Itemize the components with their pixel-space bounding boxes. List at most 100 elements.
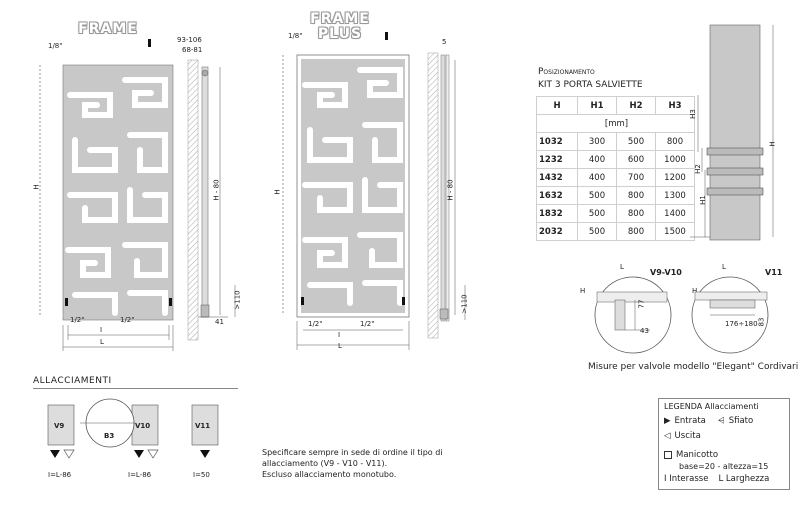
kit-cell: 1000 — [655, 150, 695, 169]
kit-cell: 800 — [616, 186, 656, 205]
manicotto-icon — [664, 450, 672, 459]
towel-h2-label: H2 — [693, 164, 702, 174]
kit-header-h2: H2 — [616, 96, 656, 115]
kit-cell: 300 — [577, 132, 617, 151]
valve-dim-43: 43 — [640, 327, 649, 335]
connections-divider — [33, 388, 238, 389]
frame-front-drawing — [39, 64, 174, 351]
valve-h-left: H — [580, 287, 586, 295]
connections-drawing — [47, 398, 219, 459]
frame-title: FRAME — [78, 21, 138, 37]
kit-cell: 1432 — [536, 168, 578, 187]
connection-v9-dim: I=L-86 — [48, 471, 72, 479]
kit-header-h: H — [536, 96, 578, 115]
legend-title: LEGENDA Allacciamenti — [664, 402, 759, 411]
frame-height-label: H — [32, 184, 41, 190]
frame-half-right: 1/2" — [120, 316, 135, 324]
legend-row-manicotto: Manicotto — [664, 447, 784, 462]
connection-v9: V9 — [54, 422, 65, 430]
frame-plus-side-height: H - 80 — [446, 179, 455, 201]
kit-cell: 1032 — [536, 132, 578, 151]
towel-h3-label: H3 — [688, 109, 697, 119]
connection-v10-dim: I=L-86 — [128, 471, 152, 479]
kit-cell: 500 — [577, 186, 617, 205]
connection-v11: V11 — [195, 422, 211, 430]
entrata-icon: ▶ — [664, 415, 671, 426]
kit-cell: 400 — [577, 168, 617, 187]
table-row: 1832 500 800 1400 — [536, 204, 695, 223]
frame-plus-half-left: 1/2" — [308, 320, 323, 328]
legend-row-uscita: ◁ Uscita — [664, 428, 784, 443]
legend-manicotto-2: base=20 - altezza=15 — [679, 462, 769, 471]
table-row: 2032 500 800 1500 — [536, 222, 695, 241]
kit-unit: [mm] — [577, 114, 656, 133]
kit-cell: 1300 — [655, 186, 695, 205]
kit-header-h1: H1 — [577, 96, 617, 115]
uscita-icon: ◁ — [664, 430, 671, 441]
valve-l-right: L — [722, 263, 726, 271]
valve-l-left: L — [620, 263, 624, 271]
frame-plus-front-drawing — [282, 54, 410, 350]
frame-plus-pattern — [302, 67, 403, 306]
kit-cell: 500 — [577, 222, 617, 241]
valves-drawing — [594, 276, 769, 354]
kit-cell: 1632 — [536, 186, 578, 205]
order-note-line2: allacciamento (V9 - V10 - V11). — [262, 459, 388, 468]
frame-side-drawing — [187, 59, 236, 341]
legend-uscita: Uscita — [674, 430, 701, 441]
frame-pattern — [65, 77, 168, 316]
legend-row-entrata: ▶ Entrata ⩤ Sfiato — [664, 413, 784, 428]
valve-caption: Misure per valvole modello "Elegant" Cor… — [588, 362, 799, 372]
towel-h-label: H — [768, 141, 777, 147]
sfiato-icon: ⩤ — [717, 415, 725, 426]
frame-valve-mark — [148, 39, 151, 47]
kit-title-line2: KIT 3 PORTA SALVIETTE — [538, 80, 643, 90]
frame-plus-title-line2: PLUS — [317, 26, 363, 42]
kit-header-row: H H1 H2 H3 — [536, 96, 695, 115]
frame-plus-title-line1: FRAME — [310, 11, 370, 27]
towel-rail-drawing — [690, 24, 774, 241]
frame-plus-valve-mark — [385, 32, 388, 40]
valve-h-right: H — [692, 287, 698, 295]
table-row: 1032 300 500 800 — [536, 132, 695, 151]
frame-plus-inner-width: I — [338, 331, 341, 339]
frame-side-depth-top: 93-106 — [177, 36, 202, 44]
kit-cell: 1500 — [655, 222, 695, 241]
order-note-line3: Escluso allacciamento monotubo. — [262, 470, 397, 479]
valve-dim-77: 77 — [637, 299, 646, 309]
legend-interasse: I Interasse — [664, 473, 709, 484]
frame-side-bottom-clearance: >110 — [233, 290, 242, 310]
towel-h1-label: H1 — [698, 195, 707, 205]
frame-side-bottom-depth: 41 — [215, 318, 224, 326]
kit-table-wrapper: H H1 H2 H3 [mm] 1032 300 500 800 1232 40… — [536, 96, 695, 241]
kit-cell: 500 — [577, 204, 617, 223]
kit-cell: 800 — [616, 204, 656, 223]
connection-v10: V10 — [135, 422, 151, 430]
legend-manicotto-1: Manicotto — [676, 449, 719, 460]
valve-v11-label: V11 — [765, 268, 783, 277]
frame-inner-width: I — [100, 326, 103, 334]
valve-dim-83: 83 — [757, 317, 766, 327]
table-row: 1432 400 700 1200 — [536, 168, 695, 187]
valve-v9v10-label: V9-V10 — [650, 268, 682, 277]
legend-row-dimensions: I Interasse L Larghezza — [664, 471, 784, 486]
kit-table: H H1 H2 H3 [mm] 1032 300 500 800 1232 40… — [536, 96, 695, 241]
frame-plus-width: L — [338, 342, 342, 350]
table-row: 1232 400 600 1000 — [536, 150, 695, 169]
legend-entrata: Entrata — [674, 415, 706, 426]
valve-dim-176: 176÷180 — [725, 320, 758, 328]
legend-larghezza: L Larghezza — [718, 473, 770, 484]
frame-side-height: H - 80 — [212, 179, 221, 201]
table-row: 1632 500 800 1300 — [536, 186, 695, 205]
kit-cell: 600 — [616, 150, 656, 169]
frame-plus-height-label: H — [273, 189, 282, 195]
kit-cell: 1232 — [536, 150, 578, 169]
frame-plus-half-right: 1/2" — [360, 320, 375, 328]
frame-plus-title: FRAME PLUS — [300, 12, 380, 42]
connection-b3: B3 — [104, 432, 115, 440]
kit-cell: 400 — [577, 150, 617, 169]
legend-sfiato: Sfiato — [728, 415, 754, 426]
frame-side-depth-mid: 68-81 — [182, 46, 203, 54]
kit-cell: 700 — [616, 168, 656, 187]
frame-plus-fraction-label: 1/8" — [288, 32, 303, 40]
